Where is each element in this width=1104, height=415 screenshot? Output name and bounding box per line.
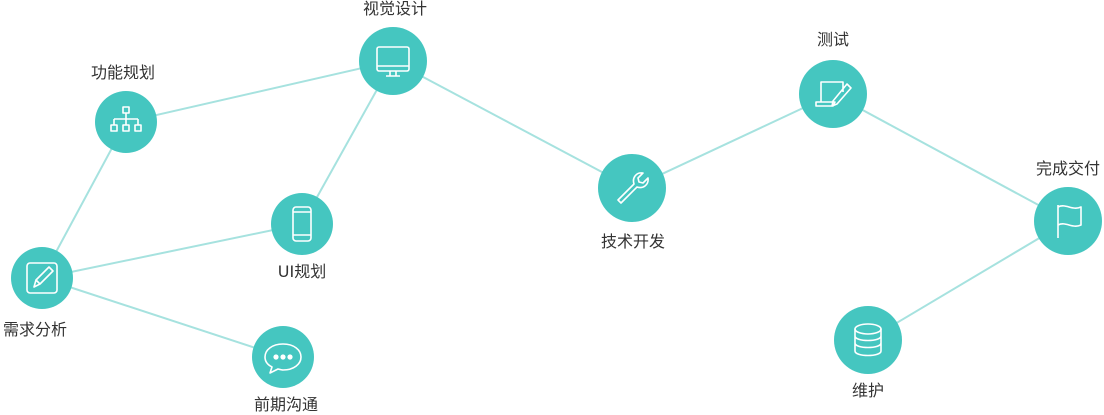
node-circle bbox=[359, 27, 427, 95]
node-label-delivery: 完成交付 bbox=[1035, 159, 1101, 178]
node-visual[interactable] bbox=[359, 27, 427, 95]
node-communication[interactable] bbox=[252, 326, 314, 388]
node-circle bbox=[598, 154, 666, 222]
mobile-icon bbox=[292, 206, 312, 242]
node-label-maintenance: 维护 bbox=[851, 381, 885, 400]
edge-delivery-maintenance bbox=[867, 220, 1069, 341]
node-label-function: 功能规划 bbox=[90, 63, 156, 82]
edge-visual-development bbox=[392, 60, 633, 189]
node-label-development: 技术开发 bbox=[600, 232, 666, 251]
flag-icon bbox=[1057, 205, 1082, 238]
edge-requirements-ui bbox=[41, 223, 303, 279]
node-circle bbox=[799, 60, 867, 128]
node-development[interactable] bbox=[598, 154, 666, 222]
node-requirements[interactable] bbox=[11, 247, 73, 309]
node-circle bbox=[1034, 187, 1102, 255]
wrench-icon bbox=[617, 172, 649, 204]
chat-icon bbox=[264, 343, 302, 374]
node-maintenance[interactable] bbox=[834, 306, 902, 374]
edge-function-visual bbox=[125, 60, 394, 123]
node-label-communication: 前期沟通 bbox=[253, 395, 319, 414]
node-label-requirements: 需求分析 bbox=[2, 320, 68, 339]
edge-development-testing bbox=[631, 93, 834, 189]
node-circle bbox=[11, 247, 73, 309]
node-testing[interactable] bbox=[799, 60, 867, 128]
monitor-icon bbox=[376, 46, 410, 77]
edge-testing-delivery bbox=[832, 93, 1069, 222]
node-label-testing: 测试 bbox=[816, 30, 850, 49]
edge-requirements-communication bbox=[41, 277, 284, 358]
laptop-pen-icon bbox=[815, 81, 852, 107]
node-delivery[interactable] bbox=[1034, 187, 1102, 255]
edit-icon bbox=[26, 262, 58, 294]
node-label-ui: UI规划 bbox=[277, 262, 327, 281]
node-function[interactable] bbox=[95, 91, 157, 153]
node-label-visual: 视觉设计 bbox=[362, 0, 428, 18]
node-circle bbox=[271, 193, 333, 255]
database-icon bbox=[854, 323, 882, 357]
node-ui[interactable] bbox=[271, 193, 333, 255]
sitemap-icon bbox=[110, 106, 142, 132]
